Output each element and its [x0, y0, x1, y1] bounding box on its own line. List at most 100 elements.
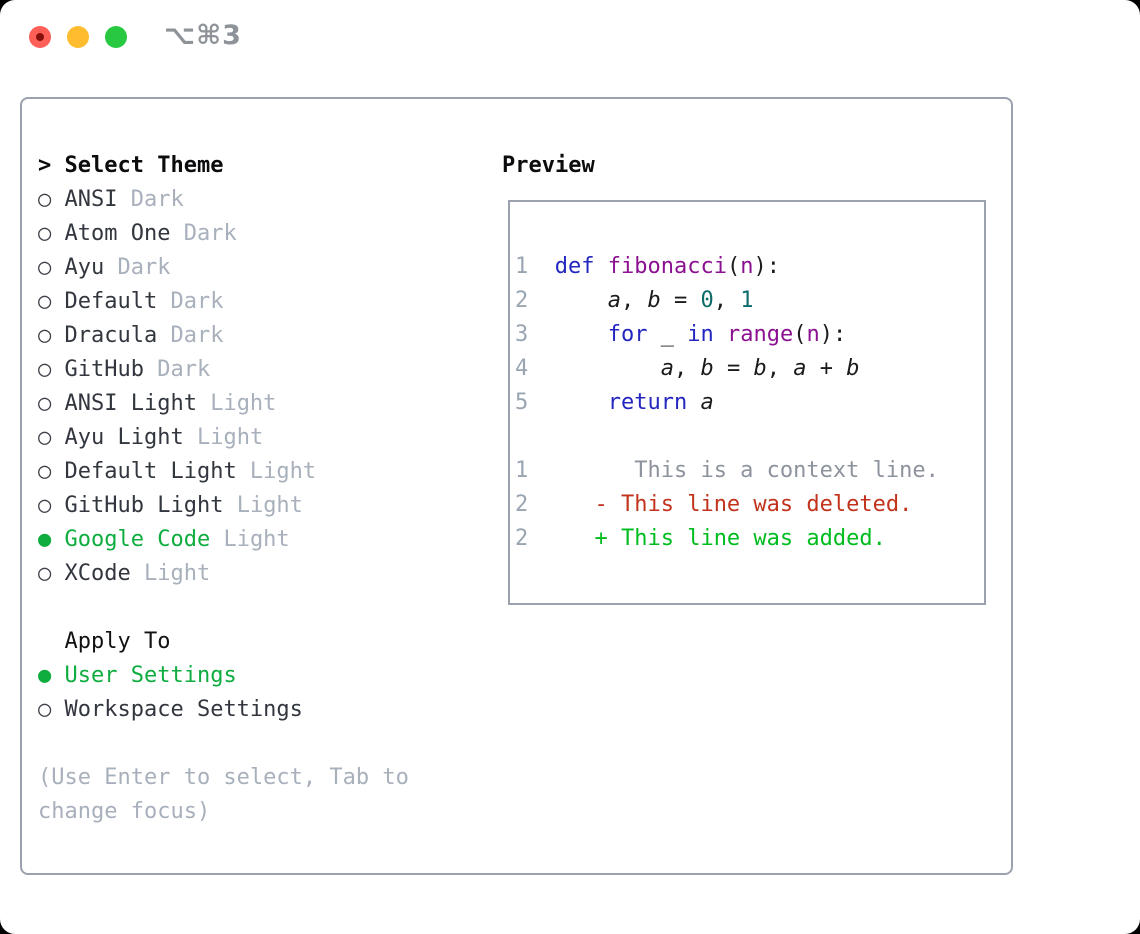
code-token	[555, 322, 608, 347]
code-token: 1	[740, 288, 754, 313]
theme-option-google-code[interactable]: ● Google Code Light	[38, 523, 409, 557]
code-token: (	[793, 322, 807, 347]
theme-picker-panel: > Select Theme○ ANSI Dark○ Atom One Dark…	[20, 97, 1013, 875]
code-token: a	[700, 390, 714, 415]
code-token: fibonacci	[607, 254, 727, 279]
diff-text: + This line was added.	[554, 526, 886, 551]
theme-list-header: > Select Theme	[38, 149, 409, 183]
theme-variant: Light	[183, 425, 264, 450]
radio-selected-icon: ●	[38, 663, 65, 688]
theme-option-ayu[interactable]: ○ Ayu Dark	[38, 251, 409, 285]
code-token: =	[660, 288, 701, 313]
code-token: a	[607, 288, 621, 313]
close-button[interactable]	[29, 26, 51, 48]
apply-option-user-settings[interactable]: ● User Settings	[38, 659, 409, 693]
code-token: ,	[673, 356, 701, 381]
apply-to-label: Apply To	[64, 629, 171, 654]
gap	[528, 322, 555, 347]
theme-option-dracula[interactable]: ○ Dracula Dark	[38, 319, 409, 353]
code-line: 1 def fibonacci(n):	[515, 250, 939, 284]
theme-option-ansi[interactable]: ○ ANSI Dark	[38, 183, 409, 217]
radio-unselected-icon: ○	[38, 459, 65, 484]
hint-line: (Use Enter to select, Tab to	[38, 761, 409, 795]
radio-unselected-icon: ○	[38, 289, 65, 314]
line-number: 4	[515, 356, 529, 381]
apply-to-header: Apply To	[38, 625, 409, 659]
diff-line-del: 2 - This line was deleted.	[515, 488, 939, 522]
spacer-row	[38, 591, 409, 625]
code-token	[687, 390, 700, 415]
line-number: 1	[515, 254, 529, 279]
theme-option-ansi-light[interactable]: ○ ANSI Light Light	[38, 387, 409, 421]
code-token	[555, 288, 608, 313]
title-bar: ⌥⌘3	[0, 0, 1140, 72]
radio-unselected-icon: ○	[38, 425, 65, 450]
apply-option-label: User Settings	[64, 663, 237, 688]
line-number: 2	[515, 288, 529, 313]
theme-option-github[interactable]: ○ GitHub Dark	[38, 353, 409, 387]
theme-option-ayu-light[interactable]: ○ Ayu Light Light	[38, 421, 409, 455]
theme-option-github-light[interactable]: ○ GitHub Light Light	[38, 489, 409, 523]
radio-unselected-icon: ○	[38, 391, 65, 416]
code-token	[555, 356, 661, 381]
minimize-button[interactable]	[67, 26, 89, 48]
code-token: b	[846, 356, 860, 381]
code-token: =	[713, 356, 754, 381]
gap	[528, 526, 555, 551]
radio-selected-icon: ●	[38, 527, 65, 552]
indent	[38, 629, 65, 654]
theme-option-atom-one[interactable]: ○ Atom One Dark	[38, 217, 409, 251]
code-line: 2 a, b = 0, 1	[515, 284, 939, 318]
code-token	[714, 322, 727, 347]
theme-option-xcode[interactable]: ○ XCode Light	[38, 557, 409, 591]
radio-unselected-icon: ○	[38, 255, 65, 280]
theme-variant: Dark	[157, 323, 224, 348]
diff-line-add: 2 + This line was added.	[515, 522, 939, 556]
line-number: 3	[515, 322, 529, 347]
code-token: ,	[713, 288, 741, 313]
code-token: a	[660, 356, 674, 381]
gap	[528, 390, 555, 415]
code-token: +	[806, 356, 847, 381]
theme-variant: Light	[236, 459, 317, 484]
radio-unselected-icon: ○	[38, 323, 65, 348]
theme-option-default-light[interactable]: ○ Default Light Light	[38, 455, 409, 489]
theme-variant: Dark	[143, 357, 211, 382]
radio-unselected-icon: ○	[38, 493, 65, 518]
gap	[528, 288, 555, 313]
code-token: n	[740, 254, 754, 279]
code-token: range	[726, 322, 794, 347]
theme-name: GitHub	[64, 357, 144, 382]
diff-text: This is a context line.	[554, 458, 939, 483]
zoom-button[interactable]	[105, 26, 127, 48]
line-number: 2	[515, 492, 529, 517]
theme-variant: Light	[223, 493, 303, 518]
theme-name: Dracula	[64, 323, 158, 348]
blank-line	[515, 420, 939, 454]
theme-option-default[interactable]: ○ Default Dark	[38, 285, 409, 319]
hint-line: change focus)	[38, 795, 409, 829]
code-line: 3 for _ in range(n):	[515, 318, 939, 352]
close-button-dot-icon	[36, 33, 44, 41]
theme-name: XCode	[64, 561, 131, 586]
theme-list: > Select Theme○ ANSI Dark○ Atom One Dark…	[38, 149, 409, 829]
line-number: 5	[515, 390, 529, 415]
code-token: (	[726, 254, 741, 279]
line-number: 2	[515, 526, 529, 551]
radio-unselected-icon: ○	[38, 561, 65, 586]
apply-option-workspace-settings[interactable]: ○ Workspace Settings	[38, 693, 409, 727]
radio-unselected-icon: ○	[38, 221, 65, 246]
theme-variant: Light	[130, 561, 211, 586]
theme-variant: Light	[210, 527, 290, 552]
radio-unselected-icon: ○	[38, 187, 65, 212]
code-token: b	[647, 288, 661, 313]
gap	[528, 458, 555, 483]
gap	[528, 356, 555, 381]
hint-text: change focus)	[38, 799, 211, 824]
code-token: b	[700, 356, 714, 381]
diff-text: - This line was deleted.	[554, 492, 913, 517]
theme-name: Ayu Light	[64, 425, 184, 450]
